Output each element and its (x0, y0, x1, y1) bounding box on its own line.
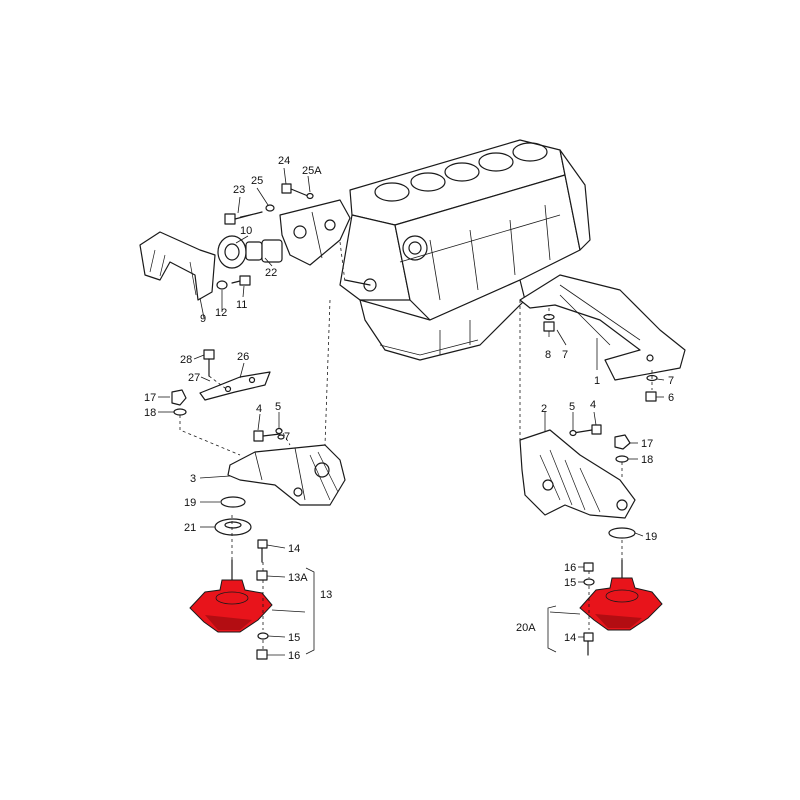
label-9: 9 (200, 313, 206, 325)
label-16-left: 16 (288, 650, 300, 662)
crossmember-bracket (519, 274, 686, 381)
label-6: 6 (668, 392, 674, 404)
washer-25a (306, 192, 314, 200)
bolt-14-upper (257, 539, 268, 563)
label-25: 25 (251, 175, 263, 187)
nut-17-right (614, 434, 631, 450)
left-engine-carrier (227, 444, 346, 506)
label-14-upper: 14 (288, 543, 300, 555)
label-11: 11 (236, 299, 247, 311)
bolt-11 (231, 275, 251, 286)
heat-shield (139, 231, 216, 301)
label-3: 3 (190, 473, 196, 485)
bolt-4-left (253, 430, 281, 442)
leader-lines (158, 167, 665, 656)
label-27: 27 (188, 372, 200, 384)
washer-5-left (275, 427, 283, 435)
bolt-6 (645, 391, 657, 402)
label-17-left: 17 (144, 392, 156, 404)
label-4-left: 4 (256, 403, 262, 415)
engine-side-bracket (279, 199, 351, 266)
alignment-lines (179, 241, 653, 650)
label-7-right: 7 (668, 375, 674, 387)
washer-15-left (257, 632, 269, 640)
washer-12 (216, 280, 228, 290)
label-7-left: 7 (284, 431, 290, 443)
washer-15-right (583, 578, 595, 586)
label-4-right: 4 (590, 399, 596, 411)
label-18-left: 18 (144, 407, 156, 419)
label-19-left: 19 (184, 497, 196, 509)
label-8: 8 (545, 349, 551, 361)
label-17-right: 17 (641, 438, 653, 450)
engine-mount-13 (189, 559, 273, 633)
label-22: 22 (265, 267, 277, 279)
label-21: 21 (184, 522, 196, 534)
engine-mount-20a (579, 559, 663, 631)
nut-13a (256, 570, 268, 581)
label-13: 13 (320, 589, 332, 601)
bolt-8 (543, 313, 555, 332)
nut-16-left (256, 649, 268, 660)
label-20a: 20A (516, 622, 536, 634)
label-25a: 25A (302, 165, 322, 177)
label-10: 10 (240, 225, 252, 237)
washer-18-left (173, 408, 187, 416)
right-engine-carrier (519, 429, 636, 519)
washer-18-right (615, 455, 629, 463)
label-2: 2 (541, 403, 547, 415)
washer-19-right (608, 527, 636, 539)
bolt-24 (281, 183, 309, 197)
label-5-left: 5 (275, 401, 281, 413)
nut-17-left (171, 389, 187, 406)
label-18-right: 18 (641, 454, 653, 466)
callout-labels: 1 2 3 4 4 5 5 6 7 7 7 8 9 10 11 12 13 13… (144, 155, 674, 662)
bolt-4-right (572, 424, 602, 435)
bolt-28 (203, 349, 215, 377)
bolt-14-lower (583, 632, 594, 656)
washer-19-left (220, 496, 246, 508)
label-1: 1 (594, 375, 600, 387)
label-23: 23 (233, 184, 245, 196)
label-12: 12 (215, 307, 227, 319)
label-14-lower: 14 (564, 632, 576, 644)
label-28: 28 (180, 354, 192, 366)
washer-7-left (277, 434, 285, 440)
label-7-center: 7 (562, 349, 568, 361)
label-24: 24 (278, 155, 290, 167)
label-5-right: 5 (569, 401, 575, 413)
label-15-left: 15 (288, 632, 300, 644)
heat-plate-26 (199, 371, 271, 401)
spacer-21 (214, 518, 252, 536)
label-26: 26 (237, 351, 249, 363)
label-13a: 13A (288, 572, 308, 584)
nut-16-right (583, 562, 594, 572)
bolt-23 (224, 211, 263, 225)
label-15-right: 15 (564, 577, 576, 589)
label-19-right: 19 (645, 531, 657, 543)
washer-25 (265, 204, 275, 212)
engine-block (339, 139, 591, 361)
bushing-22 (217, 235, 283, 269)
washer-5-right (569, 429, 577, 437)
label-16-right: 16 (564, 562, 576, 574)
